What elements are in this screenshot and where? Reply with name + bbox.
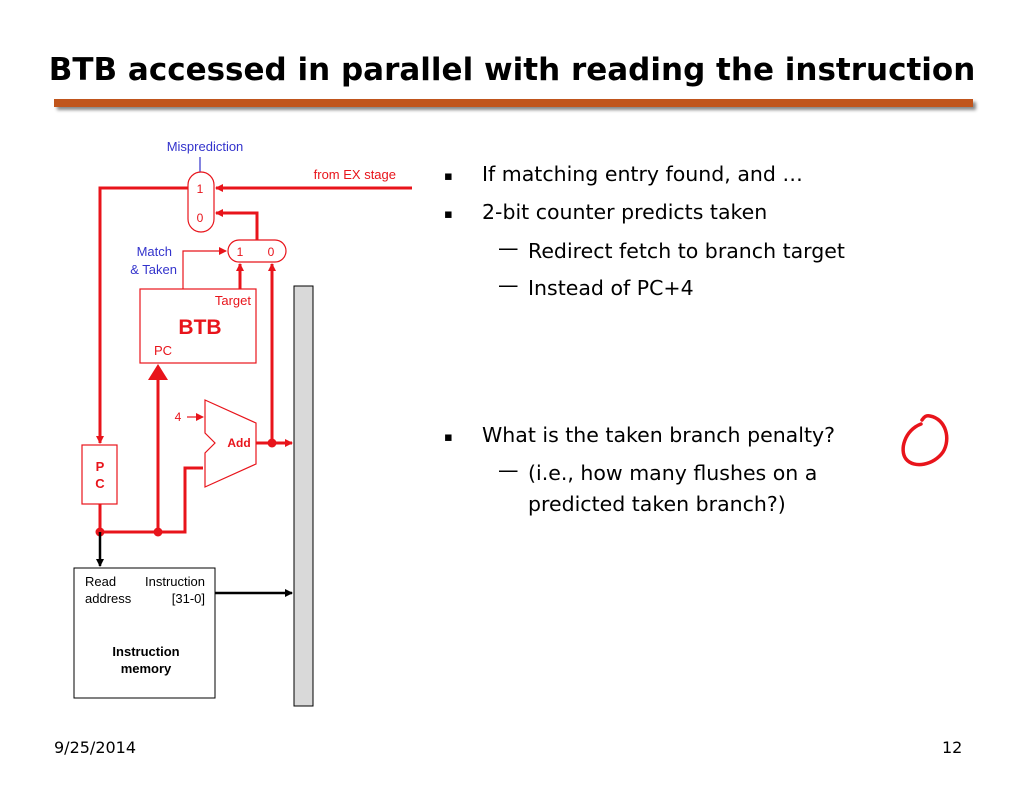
handwritten-zero-annotation [901,414,949,467]
match-taken-wire [182,247,227,289]
next-pc-wire [96,186,188,444]
sub-bullet-text: Instead of PC+4 [528,276,694,300]
pc-register [81,444,118,505]
bullet-text: 2-bit counter predicts taken [482,200,768,224]
pc-output-wire [98,466,203,534]
btb-pc-label: PC [154,343,172,358]
imem-read-label: Read [85,574,116,589]
imem-instruction-label: Instruction [145,574,205,589]
slide-title: BTB accessed in parallel with reading th… [48,52,976,88]
slide-page-number: 12 [942,738,963,757]
sub-bullet-marker: — [498,273,519,297]
mux1-input-1: 1 [197,182,204,196]
mux2-input-1: 1 [237,245,244,259]
pipeline-register [293,285,314,707]
imem-address-label: address [85,591,132,606]
instruction-memory [73,567,216,699]
imem-title-line2: memory [121,661,172,676]
pc-to-btb-arrowhead [148,364,168,380]
btb-title: BTB [178,316,221,339]
misprediction-label: Misprediction [167,139,244,154]
imem-title-line1: Instruction [112,644,179,659]
mux2-input-0: 0 [268,245,275,259]
pc-adder [204,399,257,488]
pc-letter-p: P [96,459,105,474]
imem-bits-label: [31-0] [172,591,205,606]
pc-letter-c: C [95,476,105,491]
btb-target-label: Target [215,293,252,308]
title-underline [54,99,973,107]
mux2-output-wire [215,209,259,240]
sub-bullet-text: Redirect fetch to branch target [528,239,845,263]
btb-block [139,288,257,364]
pc-select-mux [187,171,215,233]
adder-constant-4: 4 [175,410,182,424]
taken-label: & Taken [130,262,177,277]
sub-bullet-text: (i.e., how many flushes on a predicted t… [528,461,818,516]
bullet-text: If matching entry found, and … [482,162,803,186]
bullet-marker: ▪ [444,430,453,445]
adder-label: Add [227,436,250,450]
sub-bullet-marker: — [498,458,519,482]
sub-bullet-marker: — [498,236,519,260]
from-ex-stage-label: from EX stage [314,167,396,182]
slide-date: 9/25/2014 [54,738,137,757]
bullet-text: What is the taken branch penalty? [482,423,835,447]
bullet-marker: ▪ [444,169,453,184]
bullet-marker: ▪ [444,207,453,222]
mux1-input-0: 0 [197,211,204,225]
match-label: Match [137,244,172,259]
